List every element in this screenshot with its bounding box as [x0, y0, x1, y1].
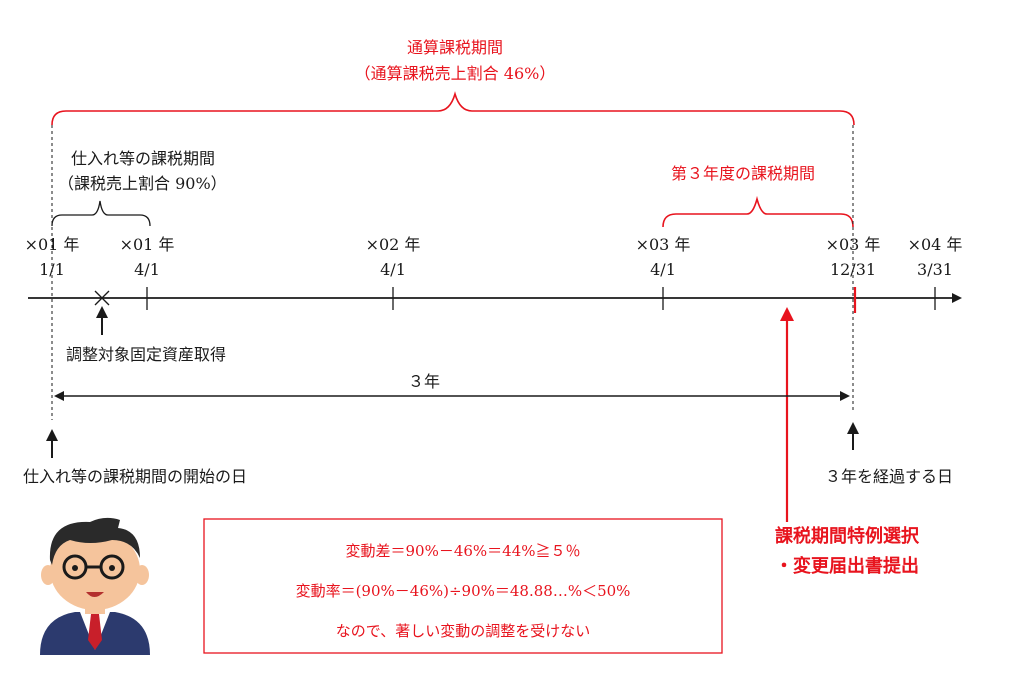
three-years-label: ３年を経過する日	[825, 467, 953, 486]
start-label: 仕入れ等の課税期間の開始の日	[23, 467, 247, 486]
tick-year-label: ×04 年	[908, 235, 963, 254]
tick-date-label: 4/1	[650, 260, 676, 279]
third-year-period-title: 第３年度の課税期間	[671, 164, 815, 183]
start-arrow-icon	[46, 429, 58, 458]
election-label-line1: 課税期間特例選択	[775, 525, 920, 547]
overall-period-subtitle: （通算課税売上割合 46%）	[355, 64, 556, 83]
acquisition-arrow-icon	[96, 306, 108, 335]
calc-line-rate: 変動率＝(90%－46%)÷90%＝48.88…%＜50%	[296, 582, 631, 600]
tick-year-label: ×03 年	[636, 235, 691, 254]
overall-period-title: 通算課税期間	[407, 38, 503, 57]
tick-year-label: ×01 年	[120, 235, 175, 254]
calc-line-difference: 変動差＝90%－46%＝44%≧５％	[345, 542, 580, 560]
election-label-line2: ・変更届出書提出	[775, 555, 919, 577]
purchase-period-title: 仕入れ等の課税期間	[71, 149, 215, 168]
tick-date-label: 4/1	[134, 260, 160, 279]
overall-period-brace	[51, 91, 855, 126]
tick-date-label: 3/31	[917, 260, 953, 279]
purchase-period-brace	[51, 200, 151, 227]
tick-year-label: ×01 年	[25, 235, 80, 254]
span-label: ３年	[408, 372, 440, 391]
acquisition-label: 調整対象固定資産取得	[66, 345, 226, 364]
businessman-glasses-icon	[40, 517, 150, 655]
tick-date-label: 4/1	[380, 260, 406, 279]
purchase-period-subtitle: （課税売上割合 90%）	[58, 174, 227, 193]
calc-line-conclusion: なので、著しい変動の調整を受けない	[336, 622, 590, 640]
election-arrow-icon	[780, 307, 794, 522]
end-arrow-icon	[847, 422, 859, 450]
tick-year-label: ×02 年	[366, 235, 421, 254]
third-year-period-brace	[662, 195, 854, 228]
cross-mark-icon	[94, 290, 110, 306]
calc-box	[203, 518, 723, 654]
tick-year-label: ×03 年	[826, 235, 881, 254]
